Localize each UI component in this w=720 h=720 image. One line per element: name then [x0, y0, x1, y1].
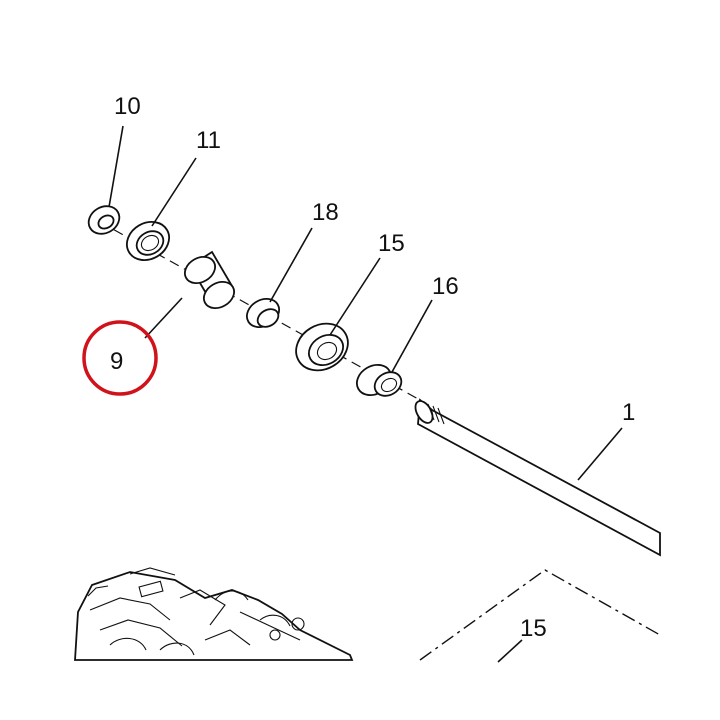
callout-15: 15 [378, 230, 405, 257]
part-11-bearing[interactable] [120, 214, 176, 267]
callout-10: 10 [114, 93, 141, 120]
detail-frame [419, 569, 661, 661]
callout-16: 16 [432, 273, 459, 300]
callout-11: 11 [196, 127, 221, 154]
part-16-bushing[interactable] [351, 359, 405, 401]
part-15-bearing[interactable] [288, 314, 357, 379]
callout-15-lower: 15 [520, 615, 547, 642]
leader-lines [108, 125, 623, 663]
engine-assembly-sketch [74, 567, 354, 661]
callout-18: 18 [312, 199, 339, 226]
callout-9[interactable]: 9 [110, 348, 123, 375]
part-10-bushing[interactable] [84, 201, 125, 240]
part-1-shaft[interactable] [412, 398, 661, 557]
highlight-circle [82, 320, 158, 396]
part-9-sleeve[interactable] [180, 250, 239, 314]
part-18-collar[interactable] [242, 293, 284, 333]
callout-1: 1 [622, 399, 635, 426]
